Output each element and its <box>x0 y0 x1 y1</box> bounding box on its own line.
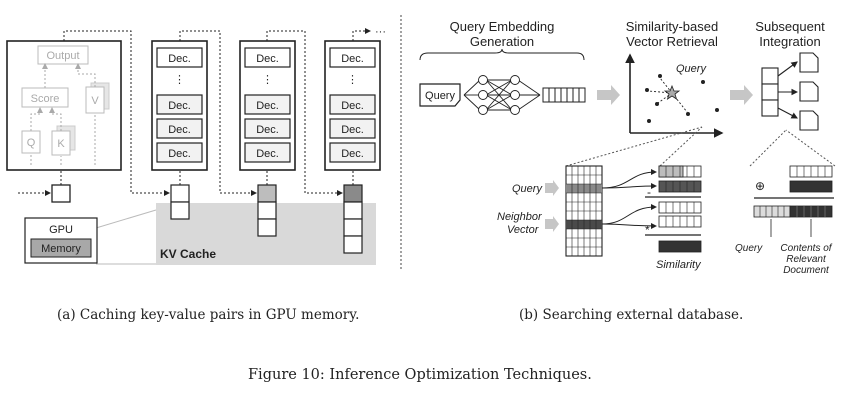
v-label: V <box>91 95 99 107</box>
figure-caption: Figure 10: Inference Optimization Techni… <box>248 367 592 383</box>
svg-text:Dec.: Dec. <box>341 148 364 160</box>
query-concat-label: Query <box>735 243 763 254</box>
query-star-label: Query <box>676 63 707 75</box>
query-row-label: Query <box>512 183 543 195</box>
score-label: Score <box>31 93 60 105</box>
svg-text:Dec.: Dec. <box>256 124 279 136</box>
title-embedding-line1: Query Embedding <box>450 19 555 34</box>
query-pointer <box>545 180 559 196</box>
integration-icon <box>761 52 819 131</box>
title-similarity-line1: Similarity-based <box>626 19 718 34</box>
flow-arrow-2 <box>730 85 753 105</box>
kv-stack-3 <box>343 184 363 254</box>
contents-label-line2: Relevant <box>786 254 827 265</box>
contents-label-line1: Contents of <box>780 243 832 254</box>
concatenation-vectors <box>753 165 834 237</box>
title-embedding-line2: Generation <box>470 34 534 49</box>
title-integration-line2: Integration <box>759 34 820 49</box>
vector-space-plot: Query <box>625 53 724 138</box>
svg-text:Dec.: Dec. <box>168 53 191 65</box>
decoder-column-3: Dec. ⋮ Dec. Dec. Dec. <box>324 40 381 171</box>
svg-text:Dec.: Dec. <box>168 124 191 136</box>
similarity-label: Similarity <box>656 259 702 271</box>
svg-text:Dec.: Dec. <box>256 53 279 65</box>
embedding-vector <box>542 87 586 103</box>
flow-arrow-1 <box>597 85 620 105</box>
contents-label-line3: Document <box>783 265 830 276</box>
database-matrix <box>565 165 603 257</box>
k-label: K <box>57 138 65 150</box>
decoder-column-2: Dec. ⋮ Dec. Dec. Dec. <box>239 40 296 171</box>
gpu-label: GPU <box>49 224 73 236</box>
query-star-icon <box>663 84 681 100</box>
memory-box <box>30 238 92 258</box>
title-integration-line1: Subsequent <box>755 19 825 34</box>
panel-a: KV Cache Output Score V Q K <box>6 26 386 265</box>
subcaption-a: (a) Caching key-value pairs in GPU memor… <box>57 307 360 323</box>
kv-cache-label: KV Cache <box>160 247 216 261</box>
memory-label: Memory <box>41 243 81 255</box>
svg-text:Dec.: Dec. <box>256 100 279 112</box>
similarity-vectors <box>645 165 702 253</box>
neighbor-label-line2: Vector <box>507 224 540 236</box>
svg-text:⋮: ⋮ <box>174 74 185 86</box>
output-box <box>37 45 89 65</box>
times-operator: * <box>645 223 650 237</box>
svg-text:⋮: ⋮ <box>347 74 358 86</box>
svg-text:⋮: ⋮ <box>262 74 273 86</box>
output-label: Output <box>46 50 79 62</box>
subcaption-b: (b) Searching external database. <box>519 307 744 323</box>
q-label: Q <box>27 137 36 149</box>
continuation-ellipsis: ··· <box>375 26 386 38</box>
kv-stack-1 <box>170 184 190 220</box>
oplus-operator: ⊕ <box>755 179 765 193</box>
query-box-label: Query <box>425 90 455 102</box>
minus-operator: - <box>647 185 651 199</box>
title-similarity-line2: Vector Retrieval <box>626 34 718 49</box>
neighbor-pointer <box>545 216 559 232</box>
decoder-column-1: Dec. ⋮ Dec. Dec. Dec. <box>151 40 208 171</box>
svg-text:Dec.: Dec. <box>341 100 364 112</box>
svg-text:Dec.: Dec. <box>341 124 364 136</box>
neighbor-label-line1: Neighbor <box>497 211 543 223</box>
query-document-box <box>419 83 461 107</box>
svg-text:Dec.: Dec. <box>256 148 279 160</box>
kv-stack-2 <box>257 184 277 237</box>
svg-text:Dec.: Dec. <box>168 100 191 112</box>
svg-text:Dec.: Dec. <box>341 53 364 65</box>
neural-network-icon <box>463 75 541 115</box>
svg-text:Dec.: Dec. <box>168 148 191 160</box>
input-token <box>51 184 71 203</box>
panel-b: Query Embedding Generation Similarity-ba… <box>419 19 836 276</box>
